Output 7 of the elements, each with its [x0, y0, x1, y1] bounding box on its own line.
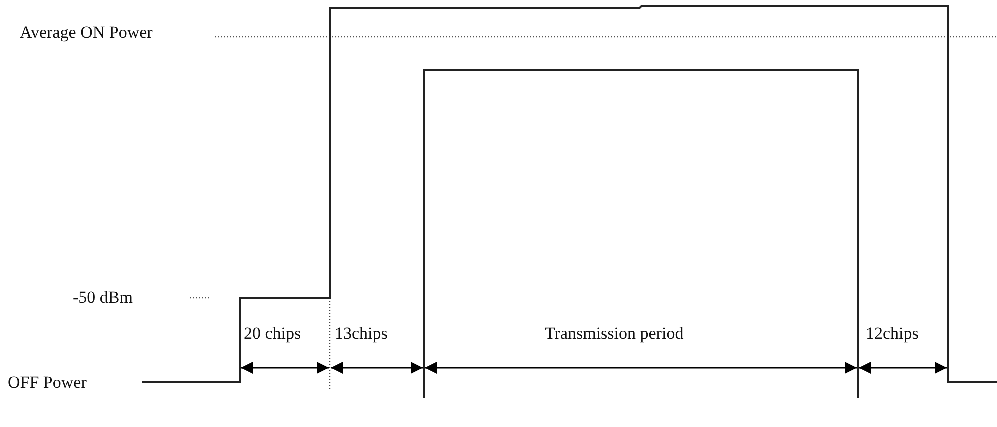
level-label: OFF Power: [8, 373, 87, 393]
duration-label: 12chips: [866, 324, 919, 344]
level-label: -50 dBm: [73, 288, 133, 308]
duration-label: Transmission period: [545, 324, 684, 344]
duration-label: 20 chips: [244, 324, 302, 344]
duration-label: 13chips: [335, 324, 388, 344]
level-label: Average ON Power: [20, 23, 153, 43]
